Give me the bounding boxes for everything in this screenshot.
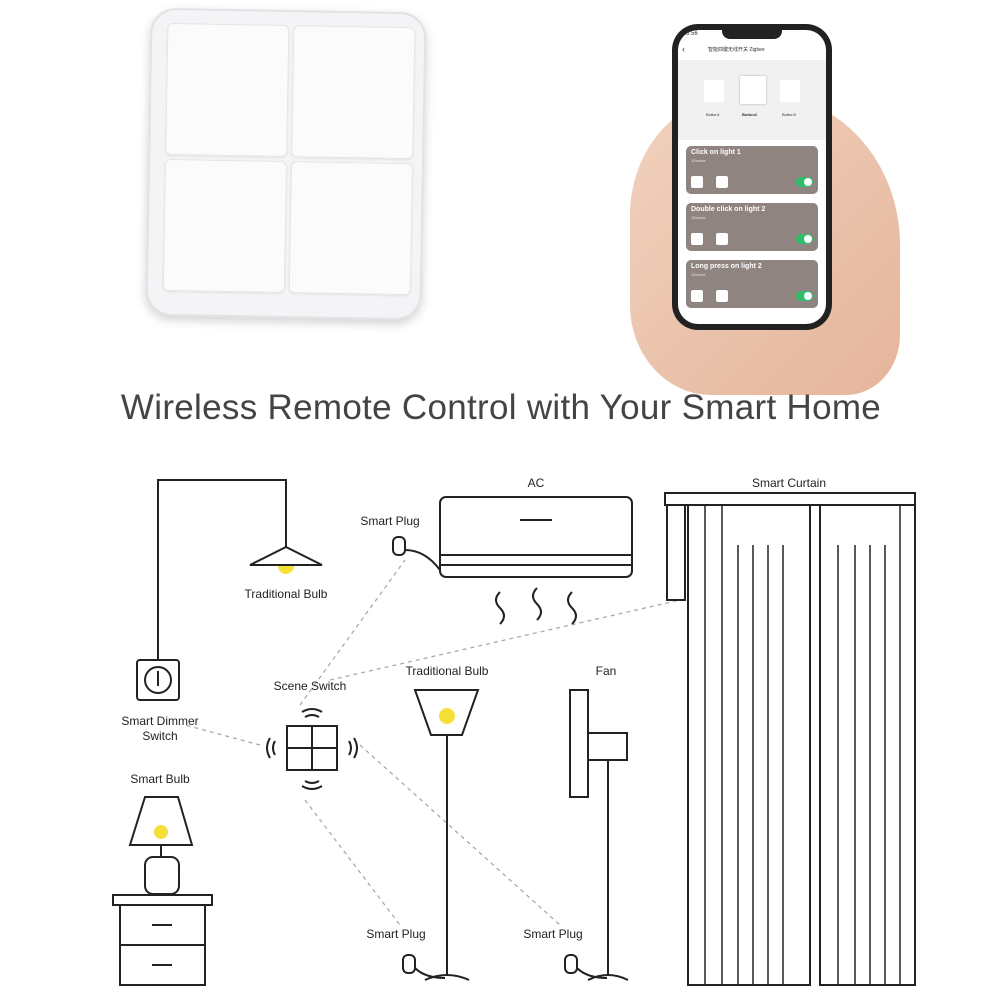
toggle-switch[interactable]	[796, 234, 813, 244]
toggle-switch[interactable]	[796, 177, 813, 187]
label-smart-dimmer-switch: Switch	[142, 729, 177, 743]
device-title: 智能四键无线开关 Zigbee	[708, 47, 765, 53]
smartphone: 6:56 ‹ 智能四键无线开关 Zigbee Button1 Button2 B…	[672, 24, 832, 330]
table-lamp-icon	[128, 796, 194, 895]
card-sub: 1Device	[691, 158, 706, 163]
card-sub: 1Device	[691, 215, 706, 220]
fan-icon	[569, 689, 629, 981]
label-fan: Fan	[596, 664, 617, 678]
phone-screen: 6:56 ‹ 智能四键无线开关 Zigbee Button1 Button2 B…	[678, 30, 826, 324]
button3-thumb[interactable]	[780, 80, 800, 102]
label-smart-plug-right: Smart Plug	[523, 927, 582, 941]
wireless-links	[184, 559, 681, 926]
scene-card[interactable]: Double click on light 2 1Device	[686, 203, 818, 251]
scene-card[interactable]: Long press on light 2 1Device	[686, 260, 818, 308]
label-smart-bulb: Smart Bulb	[130, 772, 190, 786]
scene-card[interactable]: Click on light 1 1Device	[686, 146, 818, 194]
toggle-switch[interactable]	[796, 291, 813, 301]
label-scene-switch: Scene Switch	[274, 679, 347, 693]
back-icon[interactable]: ‹	[682, 44, 685, 54]
button2-thumb[interactable]	[740, 76, 766, 104]
smart-plug-icon	[392, 536, 441, 571]
button2-label[interactable]: Button2	[742, 112, 758, 117]
card-sub: 1Device	[691, 272, 706, 277]
label-smart-plug-left: Smart Plug	[366, 927, 425, 941]
traditional-bulb-ceiling	[157, 479, 323, 660]
label-traditional-bulb-top: Traditional Bulb	[245, 587, 328, 601]
label-smart-dimmer: Smart Dimmer	[121, 714, 198, 728]
nightstand-icon	[112, 894, 213, 986]
button3-label[interactable]: Button3	[782, 112, 796, 117]
label-smart-plug-ac: Smart Plug	[360, 514, 419, 528]
smart-dimmer-switch-icon	[136, 659, 180, 701]
button1-label[interactable]: Button1	[706, 112, 720, 117]
phone-notch	[722, 30, 782, 39]
floor-lamp-icon	[413, 689, 480, 981]
air-conditioner-icon	[439, 496, 633, 625]
label-traditional-bulb-floor: Traditional Bulb	[406, 664, 489, 678]
headline: Wireless Remote Control with Your Smart …	[120, 388, 882, 427]
label-smart-curtain: Smart Curtain	[752, 476, 826, 490]
smart-curtain-icon	[664, 492, 916, 986]
scene-switch-icon	[266, 708, 358, 790]
card-title: Click on light 1	[691, 149, 741, 156]
status-time: 6:56	[686, 31, 698, 37]
label-ac: AC	[528, 476, 545, 490]
card-title: Long press on light 2	[691, 263, 762, 270]
card-title: Double click on light 2	[691, 206, 766, 213]
button-selector: Button1 Button2 Button3	[678, 60, 826, 140]
button1-thumb[interactable]	[704, 80, 724, 102]
smart-plug-icon	[402, 954, 608, 979]
